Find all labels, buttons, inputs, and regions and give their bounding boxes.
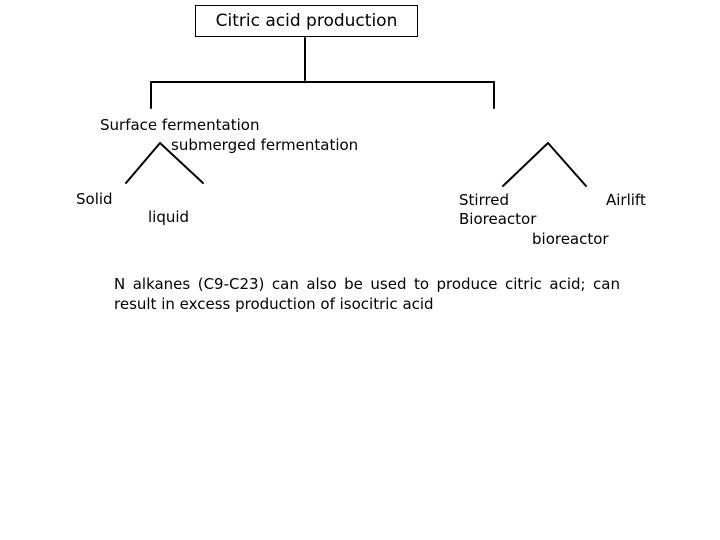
- note-text: N alkanes (C9-C23) can also be used to p…: [114, 275, 620, 313]
- surface-fermentation-label: Surface fermentation: [100, 116, 260, 134]
- right-fork-left: [502, 142, 549, 187]
- airlift-bioreactor-label: bioreactor: [532, 230, 609, 248]
- bioreactor-label: Bioreactor: [459, 210, 537, 228]
- left-fork-left: [125, 142, 161, 184]
- airlift-label: Airlift: [606, 191, 646, 209]
- left-fork-right: [159, 142, 204, 184]
- solid-label: Solid: [76, 190, 113, 208]
- page-title: Citric acid production: [195, 5, 418, 37]
- right-fork-right: [547, 142, 587, 187]
- submerged-fermentation-label: submerged fermentation: [171, 136, 359, 154]
- liquid-label: liquid: [148, 208, 190, 226]
- stirred-label: Stirred: [459, 191, 510, 209]
